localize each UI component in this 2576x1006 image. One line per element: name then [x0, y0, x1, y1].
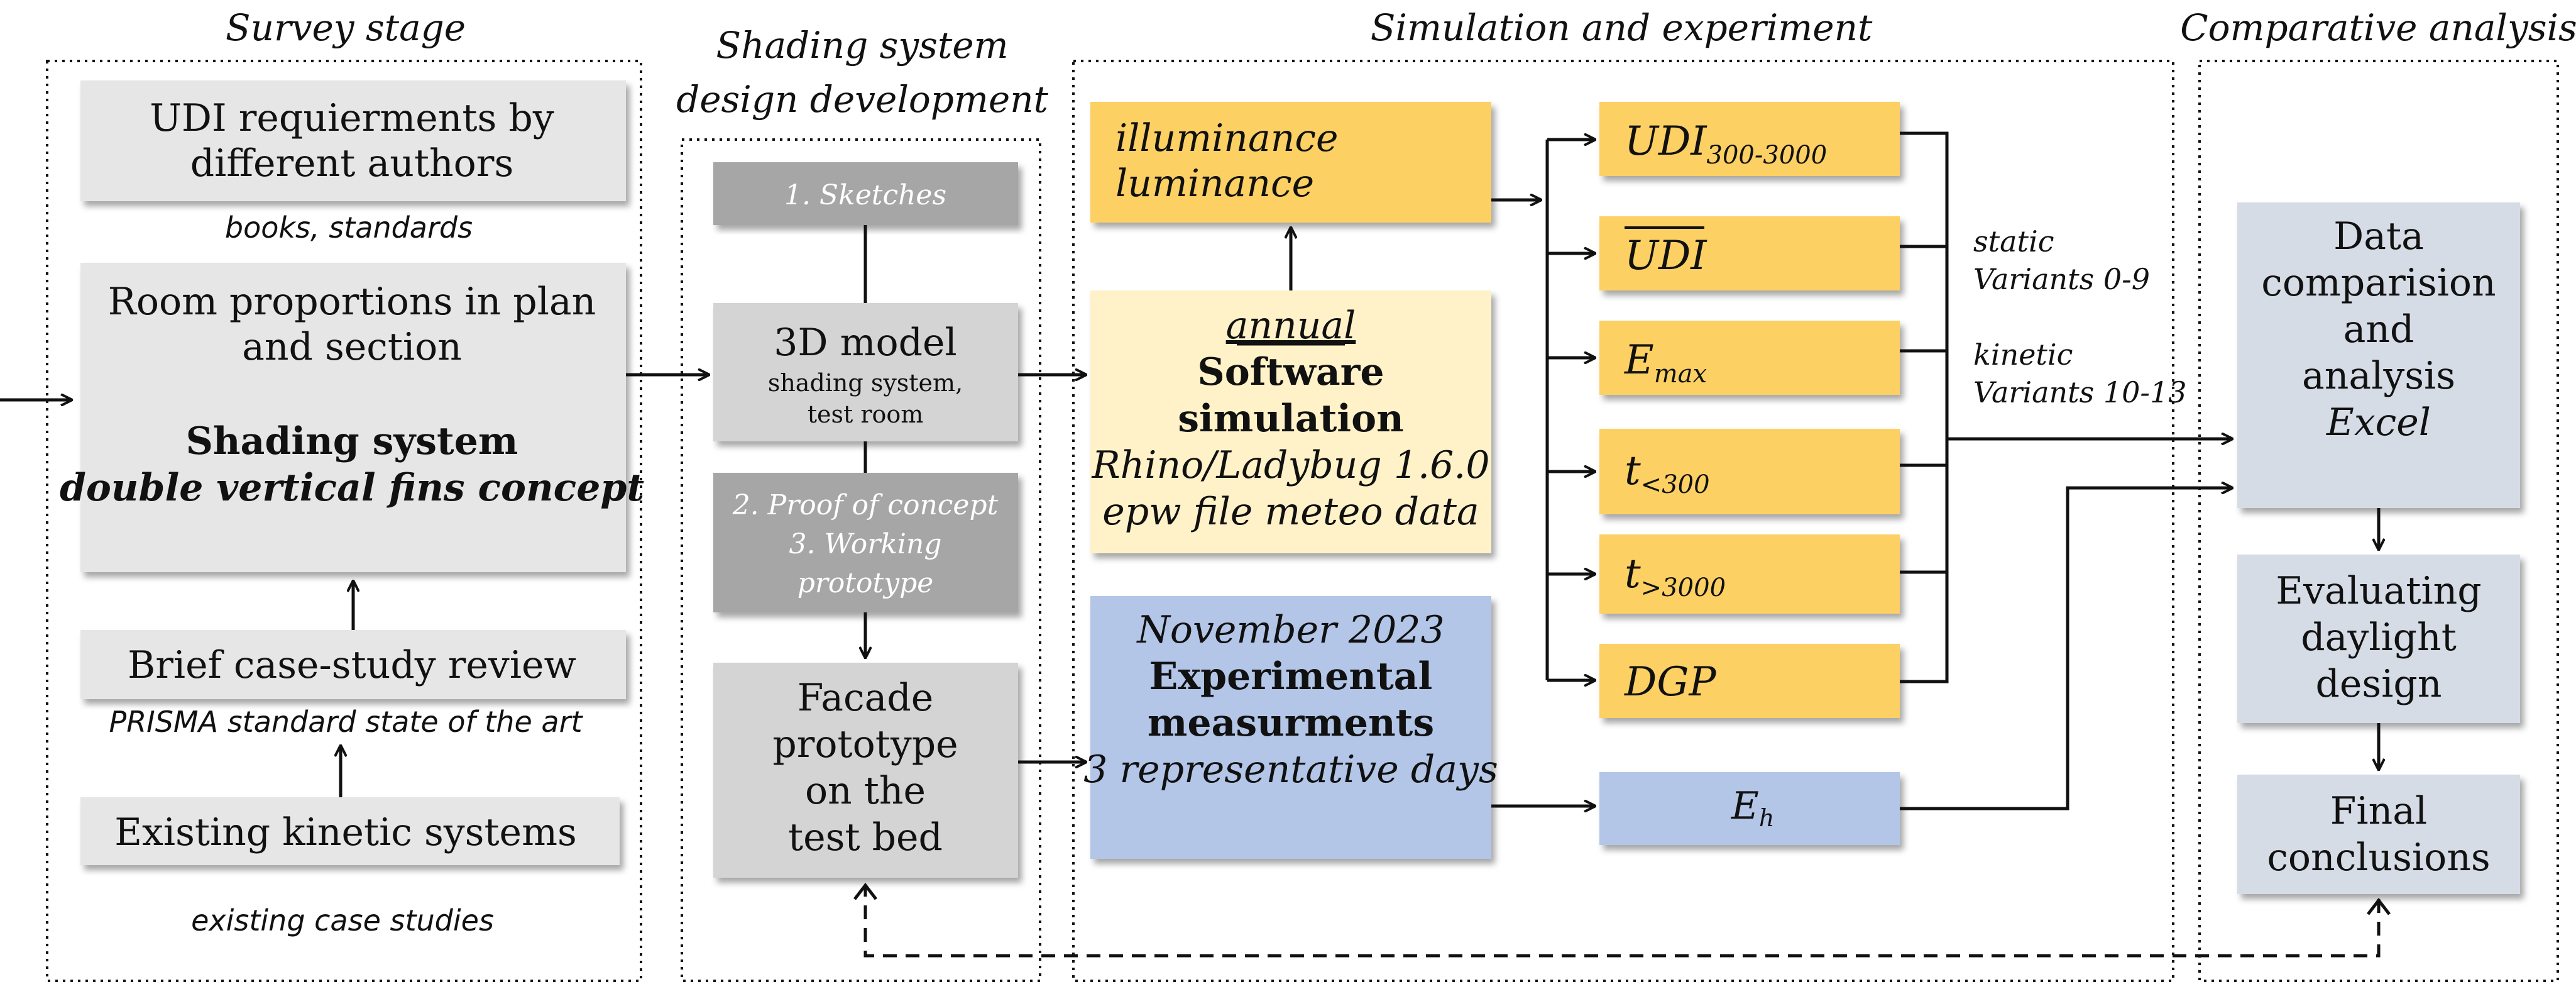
- experimental-label: Experimental: [1149, 655, 1433, 699]
- annual-label: annual: [1226, 304, 1356, 348]
- stage-title-comparative: Comparative analysis: [2180, 6, 2576, 49]
- existing-cases-label: existing case studies: [191, 904, 494, 937]
- illuminance-box: [1090, 102, 1491, 223]
- simulation-label: simulation: [1178, 397, 1404, 441]
- illuminance-label: illuminance: [1115, 116, 1338, 160]
- udi-requirements-box: [80, 80, 626, 201]
- prisma-label: PRISMA standard state of the art: [109, 705, 583, 739]
- stage-title-design-line1: Shading system: [716, 24, 1008, 67]
- final-line2: conclusions: [2267, 836, 2490, 880]
- facade-line3: on the: [805, 769, 926, 813]
- evaluating-line1: Evaluating: [2276, 569, 2481, 613]
- room-proportions-line2: and section: [242, 325, 462, 369]
- existing-systems-label: Existing kinetic systems: [114, 810, 577, 854]
- comparative-stage-frame: [2198, 60, 2559, 982]
- udi-requirements-line1: UDI requierments by: [150, 96, 554, 140]
- eh-main: E: [1731, 784, 1759, 828]
- t3000-sub: >3000: [1641, 573, 1726, 602]
- emax-label: Emax: [1624, 337, 1707, 389]
- eh-to-analysis-arrow: [1900, 488, 2232, 810]
- facade-line4: test bed: [788, 815, 943, 860]
- facade-line2: prototype: [772, 722, 958, 766]
- brief-review-label: Brief case-study review: [128, 643, 576, 687]
- november-label: November 2023: [1136, 608, 1444, 652]
- survey-stage-frame: [46, 60, 642, 982]
- udi-mean-label: UDI: [1625, 233, 1707, 279]
- feedback-arrowhead-facade: [853, 882, 877, 900]
- luminance-label: luminance: [1115, 162, 1314, 206]
- working-label: 3. Working: [789, 528, 942, 560]
- dgp-label: DGP: [1624, 659, 1716, 705]
- eh-label: Eh: [1731, 784, 1774, 832]
- dgp-box: [1599, 644, 1900, 718]
- proof-concept-box: [713, 473, 1018, 612]
- udi-requirements-line2: different authors: [190, 141, 514, 185]
- kinetic-variants-label: Variants 10-13: [1973, 375, 2187, 409]
- data-comparison-line4: analysis: [2302, 354, 2455, 398]
- room-proportions-line1: Room proportions in plan: [108, 280, 596, 324]
- model-3d-box: [713, 303, 1018, 441]
- model-3d-sub2: test room: [808, 401, 924, 428]
- evaluating-box: [2237, 555, 2520, 723]
- t3000-box: [1599, 534, 1900, 614]
- shading-system-title: Shading system: [186, 419, 518, 463]
- static-variants-label: Variants 0-9: [1973, 262, 2150, 296]
- proof-concept-label: 2. Proof of concept: [732, 489, 999, 521]
- model-3d-sub1: shading system,: [768, 369, 963, 397]
- data-comparison-line5: Excel: [2326, 401, 2431, 445]
- measurements-label: measurments: [1148, 701, 1434, 745]
- udi-range-label: UDI300-3000: [1625, 118, 1827, 170]
- metrics-collector: [1900, 131, 1949, 683]
- facade-line1: Facade: [797, 676, 934, 720]
- udi-range-main: UDI: [1625, 118, 1707, 165]
- stage-title-simulation: Simulation and experiment: [1371, 6, 1873, 49]
- udi-range-box: [1599, 102, 1900, 176]
- emax-sub: max: [1654, 360, 1707, 389]
- software-label: Software: [1197, 350, 1384, 394]
- sketches-box: [713, 162, 1018, 225]
- eh-sub: h: [1759, 804, 1774, 832]
- rhino-label: Rhino/Ladybug 1.6.0: [1091, 443, 1489, 487]
- t3000-main: t: [1625, 551, 1641, 597]
- data-comparison-line2: comparision: [2261, 261, 2496, 305]
- data-comparison-line1: Data: [2333, 214, 2424, 258]
- data-comparison-box: [2237, 202, 2520, 508]
- epw-label: epw file meteo data: [1102, 490, 1479, 534]
- final-line1: Final: [2330, 789, 2427, 833]
- final-conclusions-box: [2237, 775, 2520, 894]
- feedback-loop-line: [863, 888, 2381, 958]
- prototype-label: prototype: [797, 567, 934, 599]
- emax-box: [1599, 321, 1900, 395]
- t3000-label: t>3000: [1625, 551, 1726, 602]
- stage-title-survey: Survey stage: [226, 6, 466, 49]
- software-simulation-box: [1090, 290, 1491, 553]
- brief-review-box: [80, 630, 626, 699]
- sketches-label: 1. Sketches: [784, 179, 946, 211]
- shading-system-concept: double vertical fins concept: [60, 466, 644, 510]
- emax-main: E: [1624, 337, 1654, 384]
- stage-title-design-line2: design development: [676, 78, 1049, 121]
- model-3d-title: 3D model: [774, 321, 956, 365]
- static-label: static: [1973, 224, 2054, 258]
- t300-box: [1599, 429, 1900, 514]
- evaluating-line2: daylight: [2301, 616, 2457, 660]
- existing-systems-box: [80, 797, 620, 865]
- evaluating-line3: design: [2316, 662, 2442, 706]
- t300-main: t: [1625, 448, 1641, 494]
- books-standards-label: books, standards: [225, 211, 473, 245]
- data-comparison-line3: and: [2343, 307, 2414, 351]
- room-proportions-box: [80, 263, 626, 572]
- udi-range-sub: 300-3000: [1707, 141, 1828, 170]
- kinetic-label: kinetic: [1973, 338, 2073, 372]
- days-label: 3 representative days: [1083, 748, 1498, 792]
- experimental-box: [1090, 596, 1491, 859]
- feedback-arrowhead-final: [2367, 897, 2391, 915]
- t300-label: t<300: [1625, 448, 1710, 499]
- design-stage-frame: [681, 138, 1041, 982]
- t300-sub: <300: [1641, 470, 1710, 499]
- eh-box: [1599, 772, 1900, 845]
- facade-prototype-box: [713, 663, 1018, 878]
